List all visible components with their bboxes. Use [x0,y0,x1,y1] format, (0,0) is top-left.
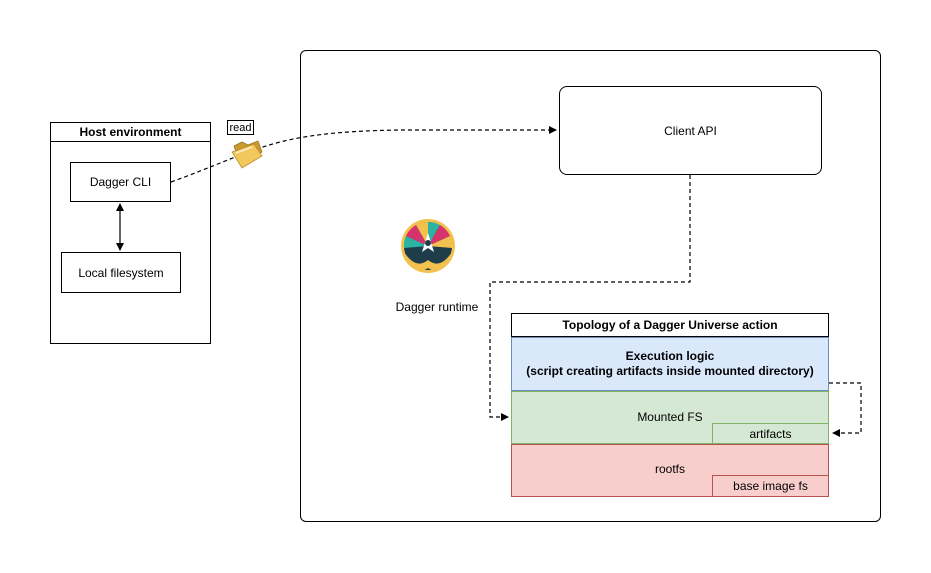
local-filesystem-label: Local filesystem [78,265,164,280]
execution-to-artifacts-connector [829,382,862,437]
dagger-cli-label: Dagger CLI [89,175,152,189]
read-label: read [227,120,254,135]
local-filesystem-node[interactable]: Local filesystem [61,252,181,293]
dagger-logo-icon [401,219,455,273]
dagger-cli-node[interactable]: Dagger CLI [70,162,171,202]
dagger-runtime-label: Dagger runtime [395,300,479,314]
client-api-node[interactable]: Client API [559,86,822,175]
execution-logic-subtitle: (script creating artifacts inside mounte… [526,364,814,378]
folder-icon [231,140,263,169]
topology-title: Topology of a Dagger Universe action [511,313,829,337]
dagger-runtime-frame [300,50,881,522]
execution-logic-title: Execution logic [625,349,715,363]
mounted-fs-label: Mounted FS [637,410,703,424]
host-environment-title: Host environment [50,122,211,142]
client-api-to-mounted-fs-connector [489,175,691,421]
artifacts-block[interactable]: artifacts [712,423,829,444]
mounted-fs-block[interactable] [511,391,829,444]
host-environment-frame [50,122,211,344]
cli-to-client-api-connector [170,126,557,183]
execution-logic-block[interactable]: Execution logic (script creating artifac… [511,337,829,391]
rootfs-label: rootfs [654,462,685,476]
base-image-fs-block[interactable]: base image fs [712,475,829,497]
client-api-label: Client API [664,123,717,138]
